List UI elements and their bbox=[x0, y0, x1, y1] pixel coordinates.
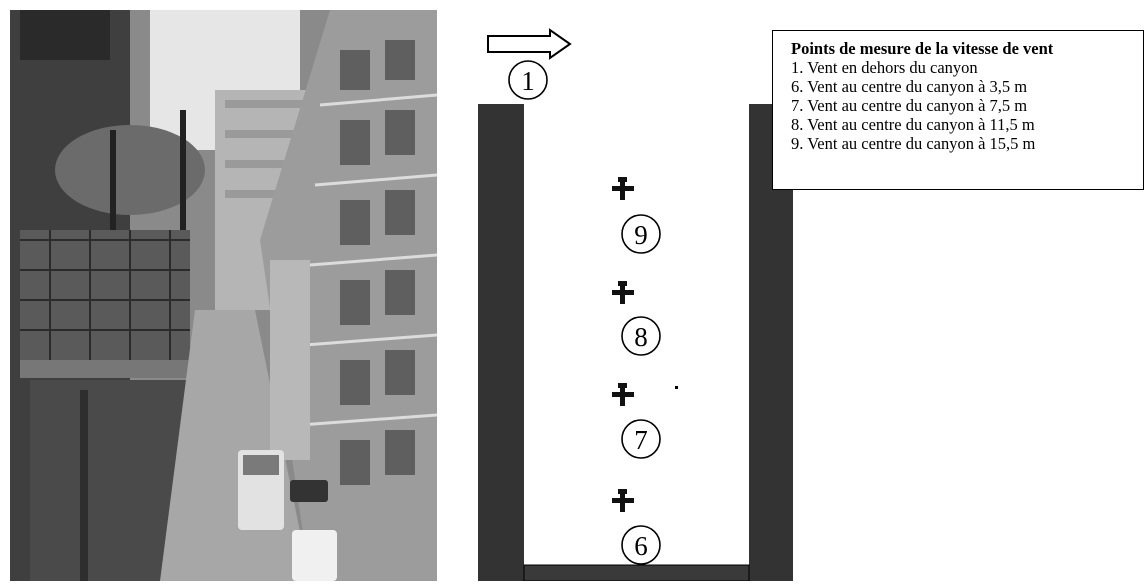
legend-item-8: 8. Vent au centre du canyon à 11,5 m bbox=[791, 115, 1035, 134]
measurement-point-9: 9 bbox=[612, 177, 661, 254]
measurement-point-8: 8 bbox=[612, 281, 661, 356]
legend-box: Points de mesure de la vitesse de vent 1… bbox=[772, 30, 1144, 190]
measurement-point-1-label: 1 bbox=[521, 66, 535, 96]
measurement-point-8-label: 8 bbox=[634, 322, 648, 352]
legend-item-1: 1. Vent en dehors du canyon bbox=[791, 58, 978, 77]
measurement-point-6: 6 bbox=[612, 489, 661, 565]
canyon-diagram-drawing: 1 9 8 bbox=[478, 28, 793, 582]
wind-arrow-icon bbox=[487, 28, 572, 60]
measurement-point-9-label: 9 bbox=[634, 220, 648, 250]
measurement-point-7: 7 bbox=[612, 383, 661, 459]
anemometer-icon bbox=[612, 383, 634, 406]
measurement-point-6-label: 6 bbox=[634, 531, 648, 561]
street-canyon-photo bbox=[10, 10, 437, 581]
street-canyon-photo-drawing bbox=[10, 10, 437, 581]
left-wall bbox=[478, 104, 524, 581]
speck bbox=[675, 386, 678, 389]
canyon-diagram: 1 9 8 bbox=[470, 20, 810, 582]
anemometer-icon bbox=[612, 281, 634, 304]
legend-item-6: 6. Vent au centre du canyon à 3,5 m bbox=[791, 77, 1028, 96]
measurement-point-1: 1 bbox=[508, 60, 548, 100]
legend-item-7: 7. Vent au centre du canyon à 7,5 m bbox=[791, 96, 1028, 115]
measurement-point-7-label: 7 bbox=[634, 425, 648, 455]
legend-title: Points de mesure de la vitesse de vent bbox=[791, 39, 1054, 58]
anemometer-icon bbox=[612, 177, 634, 200]
street-floor bbox=[523, 564, 750, 582]
legend-item-9: 9. Vent au centre du canyon à 15,5 m bbox=[791, 134, 1036, 153]
anemometer-icon bbox=[612, 489, 634, 512]
